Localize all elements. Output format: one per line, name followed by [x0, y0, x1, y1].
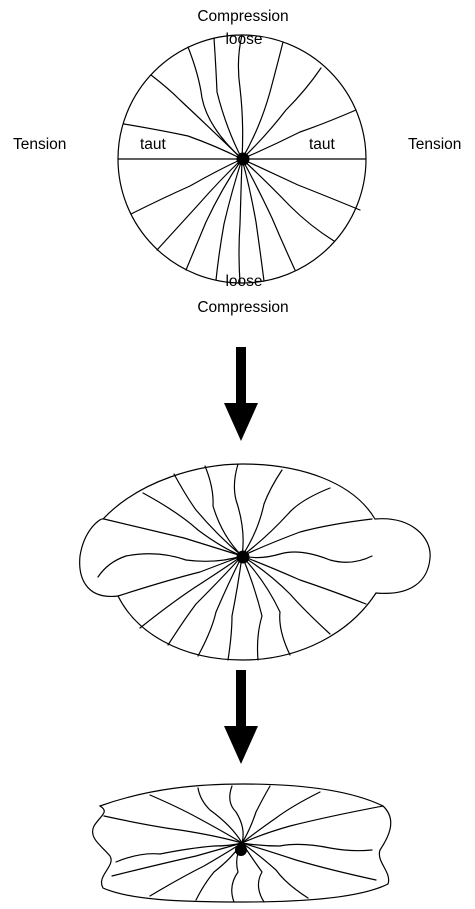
bottom-force-label: Compression [197, 299, 288, 316]
stage-1-disc: Compression loose Tension taut taut Tens… [13, 8, 461, 316]
stage-2-disc [79, 463, 431, 661]
center-node-stage-3 [235, 844, 247, 856]
right-force-label: Tension [408, 136, 461, 153]
stage-3-disc [92, 783, 392, 903]
center-node-stage-2 [236, 550, 250, 564]
disc-outline-stage-2 [79, 463, 431, 661]
top-state-label: loose [225, 31, 262, 48]
disc-fibers-stage-3 [103, 785, 384, 903]
arrow-2 [224, 670, 258, 764]
disc-fibers-stage-2 [97, 463, 373, 661]
disc-fibers [123, 34, 361, 284]
left-force-label: Tension [13, 136, 66, 153]
top-force-label: Compression [197, 8, 288, 25]
arrow-1 [224, 347, 258, 441]
center-node [236, 152, 250, 166]
left-state-label: taut [140, 136, 167, 153]
right-state-label: taut [309, 136, 336, 153]
bottom-state-label: loose [225, 273, 262, 290]
